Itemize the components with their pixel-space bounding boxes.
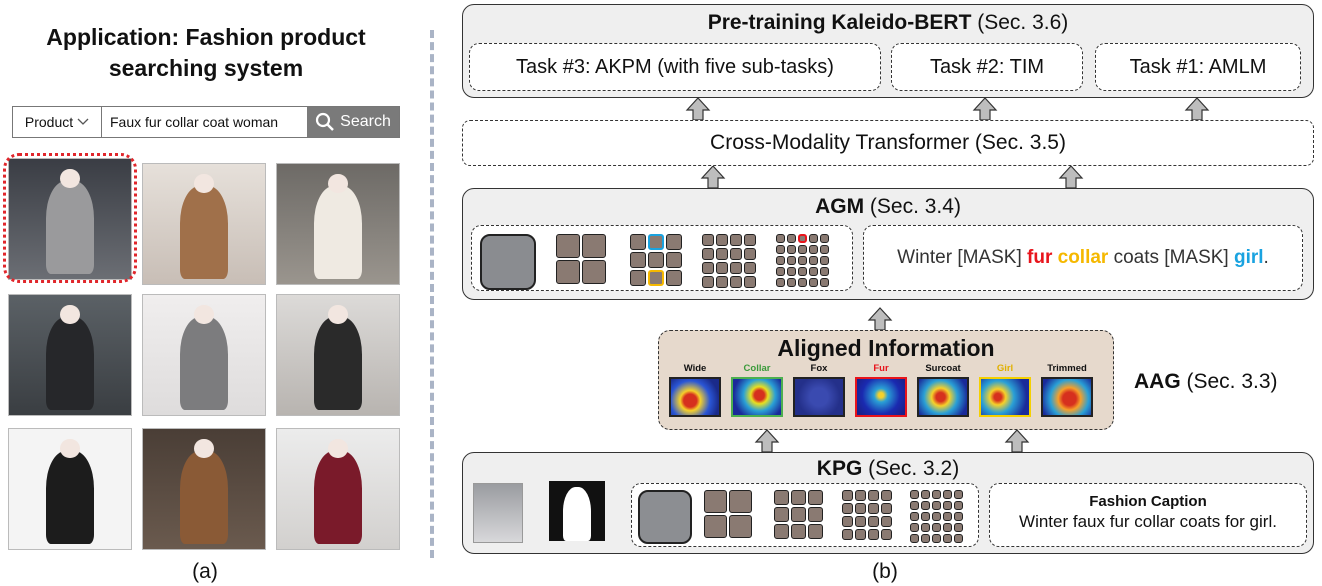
heatmap-label: Collar bbox=[743, 363, 771, 374]
saliency-mask bbox=[549, 481, 605, 541]
product-image[interactable] bbox=[8, 294, 132, 416]
product-image[interactable] bbox=[142, 163, 266, 285]
product-image[interactable] bbox=[276, 294, 400, 416]
arrow-up-icon bbox=[754, 429, 780, 453]
agm-block: AGM (Sec. 3.4) Winter [MASK] fur collar … bbox=[462, 188, 1314, 300]
search-icon bbox=[316, 112, 335, 131]
product-image[interactable] bbox=[276, 163, 400, 285]
agm-patch-panel bbox=[471, 225, 853, 291]
search-bar: Product Faux fur collar coat woman Searc… bbox=[12, 106, 400, 138]
task-amlm: Task #1: AMLM bbox=[1095, 43, 1301, 91]
arrow-up-icon bbox=[685, 97, 711, 121]
kpg-title: KPG (Sec. 3.2) bbox=[816, 457, 960, 480]
kpg-patch-panel bbox=[631, 483, 979, 547]
search-input[interactable]: Faux fur collar coat woman bbox=[110, 114, 279, 130]
arrow-up-icon bbox=[700, 165, 726, 189]
arrow-up-icon bbox=[1004, 429, 1030, 453]
arrow-up-icon bbox=[972, 97, 998, 121]
pretraining-title: Pre-training Kaleido-BERT (Sec. 3.6) bbox=[707, 11, 1069, 34]
product-image[interactable] bbox=[8, 158, 132, 280]
arrow-up-icon bbox=[867, 307, 893, 331]
masked-sentence-text: Winter [MASK] fur collar coats [MASK] gi… bbox=[897, 247, 1269, 269]
chevron-down-icon bbox=[77, 118, 89, 125]
product-image[interactable] bbox=[276, 428, 400, 550]
search-button-label: Search bbox=[340, 113, 391, 130]
product-image[interactable] bbox=[142, 294, 266, 416]
selected-result-highlight bbox=[3, 153, 137, 283]
sentence-token: collar bbox=[1057, 247, 1109, 268]
heatmap-label: Trimmed bbox=[1047, 363, 1087, 374]
attention-heatmap bbox=[731, 377, 783, 417]
pretraining-block: Pre-training Kaleido-BERT (Sec. 3.6) Tas… bbox=[462, 4, 1314, 98]
sentence-token: . bbox=[1263, 247, 1269, 268]
product-image[interactable] bbox=[142, 428, 266, 550]
task-akpm: Task #3: AKPM (with five sub-tasks) bbox=[469, 43, 881, 91]
panel-a-title: Application: Fashion product searching s… bbox=[46, 24, 366, 81]
patch-level-2 bbox=[556, 234, 606, 284]
attention-heatmap bbox=[1041, 377, 1093, 417]
heatmap-label: Fur bbox=[873, 363, 889, 374]
patch-level-3 bbox=[630, 234, 682, 286]
attention-heatmap bbox=[793, 377, 845, 417]
search-button[interactable]: Search bbox=[307, 107, 399, 137]
attention-heatmap bbox=[917, 377, 969, 417]
arrow-up-icon bbox=[1058, 165, 1084, 189]
kpg-block: KPG (Sec. 3.2) Fashion Caption Winter fa… bbox=[462, 452, 1314, 554]
heatmap-label: Wide bbox=[683, 363, 707, 374]
agm-title: AGM (Sec. 3.4) bbox=[815, 195, 961, 218]
panel-divider bbox=[430, 30, 434, 558]
heatmap-label: Girl bbox=[996, 363, 1014, 374]
input-image bbox=[473, 483, 523, 543]
attention-heatmap bbox=[979, 377, 1031, 417]
heatmap-label: Surcoat bbox=[925, 363, 961, 374]
attention-heatmap bbox=[855, 377, 907, 417]
sentence-token: coats [MASK] bbox=[1108, 247, 1234, 268]
sentence-token: Winter [MASK] bbox=[897, 247, 1028, 268]
sentence-token: girl bbox=[1233, 247, 1264, 268]
heatmap-label: Fox bbox=[810, 363, 828, 374]
panel-b-caption: (b) bbox=[872, 560, 898, 583]
fashion-caption-title: Fashion Caption bbox=[1089, 493, 1207, 510]
aag-label: AAG (Sec. 3.3) bbox=[1134, 370, 1278, 393]
aligned-information-title: Aligned Information bbox=[777, 335, 995, 361]
arrow-up-icon bbox=[1184, 97, 1210, 121]
attention-heatmap bbox=[669, 377, 721, 417]
product-image[interactable] bbox=[8, 428, 132, 550]
task-tim: Task #2: TIM bbox=[891, 43, 1083, 91]
category-select[interactable]: Product bbox=[13, 107, 102, 137]
patch-level-4 bbox=[702, 234, 756, 288]
fashion-caption-box: Fashion Caption Winter faux fur collar c… bbox=[989, 483, 1307, 547]
category-label: Product bbox=[24, 114, 74, 130]
panel-a-caption: (a) bbox=[192, 560, 218, 583]
patch-level-1 bbox=[480, 234, 536, 290]
sentence-token: fur bbox=[1027, 247, 1053, 268]
agm-masked-sentence: Winter [MASK] fur collar coats [MASK] gi… bbox=[863, 225, 1303, 291]
fashion-caption-text: Winter faux fur collar coats for girl. bbox=[1019, 512, 1277, 531]
aligned-information-block: Aligned Information Wide Collar Fox Fur Surc… bbox=[658, 330, 1114, 430]
cross-modality-transformer: Cross-Modality Transformer (Sec. 3.5) bbox=[462, 120, 1314, 166]
patch-level-5 bbox=[776, 234, 829, 287]
